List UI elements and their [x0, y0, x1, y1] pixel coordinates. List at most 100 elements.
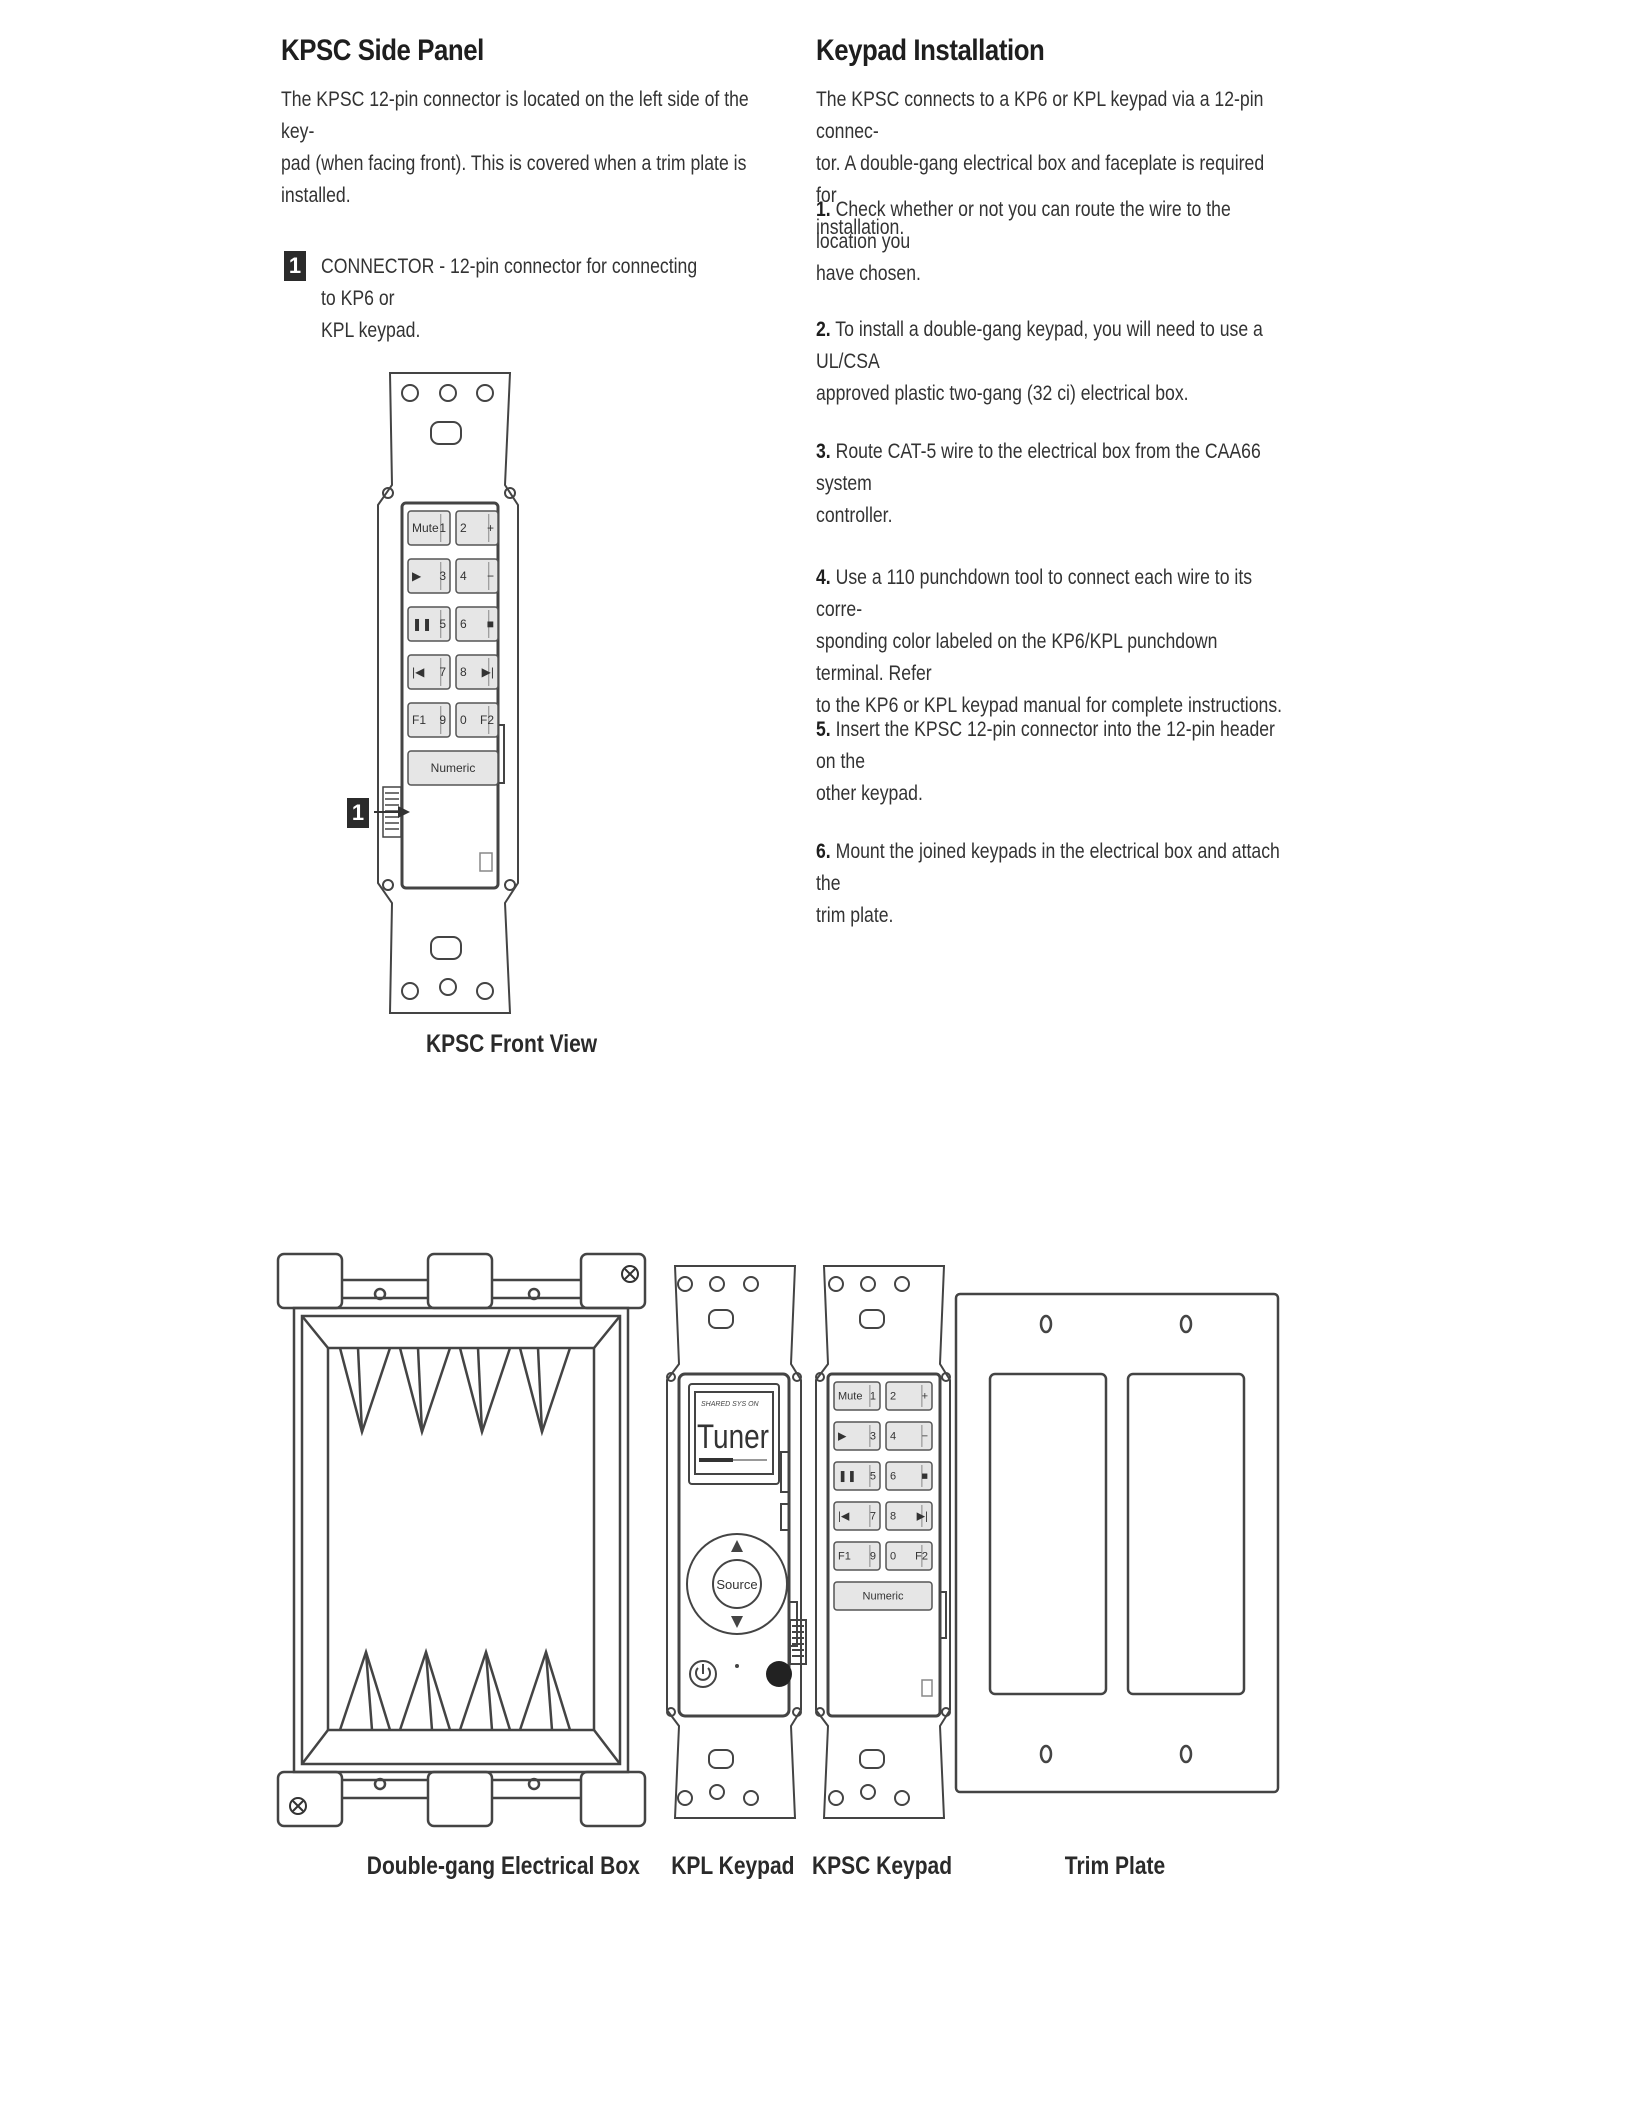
- keypad-button: [407, 558, 451, 594]
- kpl-lcd-main: Tuner: [697, 1418, 769, 1456]
- installation-step-3: 3. Route CAT-5 wire to the electrical bo…: [816, 436, 1286, 532]
- installation-intro: The KPSC connects to a KP6 or KPL keypad…: [816, 84, 1286, 244]
- keypad-button: [407, 702, 451, 738]
- step-text: to the KP6 or KPL keypad manual for comp…: [816, 694, 1283, 717]
- keypad-button-label: 8: [890, 1511, 896, 1523]
- installation-step-5: 5. Insert the KPSC 12-pin connector into…: [816, 714, 1286, 810]
- keypad-button: [885, 1421, 933, 1451]
- keypad-button-label: 5: [870, 1471, 876, 1483]
- keypad-button-label: 6: [460, 617, 467, 631]
- keypad-button-label: |◀: [412, 665, 425, 679]
- keypad-button-label: |◀: [838, 1511, 850, 1523]
- numeric-button: [407, 750, 499, 786]
- step-number: 4.: [816, 566, 831, 589]
- step-text: Check whether or not you can route the w…: [816, 198, 1231, 253]
- kpl-keypad-diagram: SHARED SYS ON Tuner Source: [666, 1265, 802, 1819]
- kpl-lcd-status: SHARED SYS ON: [701, 1401, 760, 1408]
- keypad-button-label: 8: [460, 665, 467, 679]
- keypad-button-label: 7: [439, 665, 446, 679]
- keypad-button-label: 3: [439, 569, 446, 583]
- installation-heading: Keypad Installation: [816, 34, 1045, 67]
- keypad-button-label: 3: [870, 1431, 876, 1443]
- keypad-button-label: 1: [870, 1391, 876, 1403]
- keypad-button-label: 0: [460, 713, 467, 727]
- step-text: sponding color labeled on the KP6/KPL pu…: [816, 630, 1218, 685]
- side-panel-intro-line: The KPSC 12-pin connector is located on …: [281, 88, 749, 143]
- keypad-button: [833, 1501, 881, 1531]
- side-panel-intro: The KPSC 12-pin connector is located on …: [281, 84, 751, 212]
- keypad-button-label: 1: [439, 521, 446, 535]
- numeric-button: [833, 1581, 933, 1611]
- numeric-button-label: Numeric: [431, 761, 476, 775]
- keypad-button-label: F1: [412, 713, 426, 727]
- keypad-button-label: ❚❚: [838, 1471, 856, 1483]
- keypad-button-label: 4: [890, 1431, 896, 1443]
- keypad-button: [407, 510, 451, 546]
- step-text: have chosen.: [816, 262, 921, 285]
- keypad-button-label: 9: [870, 1551, 876, 1563]
- kpsc-keypad-caption: KPSC Keypad: [812, 1852, 953, 1880]
- keypad-button-label: Mute: [838, 1391, 862, 1403]
- installation-step-1: 1. Check whether or not you can route th…: [816, 194, 1286, 290]
- keypad-button: [885, 1381, 933, 1411]
- callout-arrow-icon: [374, 806, 410, 818]
- callout-number-badge: 1: [284, 251, 306, 281]
- keypad-button: [885, 1501, 933, 1531]
- installation-step-2: 2. To install a double-gang keypad, you …: [816, 314, 1286, 410]
- keypad-button-label: ▶|: [917, 1511, 928, 1523]
- installation-intro-line: installation.: [816, 216, 905, 239]
- electrical-box-caption: Double-gang Electrical Box: [366, 1852, 640, 1880]
- connector-callout-text: CONNECTOR - 12-pin connector for connect…: [321, 251, 707, 347]
- connector-callout-line: KPL keypad.: [321, 319, 421, 342]
- step-text: other keypad.: [816, 782, 923, 805]
- keypad-button-label: 4: [460, 569, 467, 583]
- keypad-button: [833, 1541, 881, 1571]
- keypad-button: [885, 1541, 933, 1571]
- installation-step-4: 4. Use a 110 punchdown tool to connect e…: [816, 562, 1286, 722]
- step-text: Route CAT-5 wire to the electrical box f…: [816, 440, 1261, 495]
- keypad-button-label: +: [487, 521, 494, 535]
- step-number: 1.: [816, 198, 831, 221]
- side-panel-intro-line: pad (when facing front). This is covered…: [281, 152, 747, 175]
- numeric-button-label: Numeric: [863, 1591, 904, 1603]
- keypad-button: [455, 558, 499, 594]
- keypad-button-label: 0: [890, 1551, 896, 1563]
- trim-plate-diagram: [954, 1292, 1280, 1794]
- keypad-button: [885, 1461, 933, 1491]
- keypad-button-label: F2: [480, 713, 494, 727]
- keypad-button-label: ▶|: [482, 665, 494, 679]
- kpsc-front-view-caption: KPSC Front View: [426, 1030, 598, 1058]
- keypad-button-label: 6: [890, 1471, 896, 1483]
- installation-step-6: 6. Mount the joined keypads in the elect…: [816, 836, 1286, 932]
- keypad-button-label: +: [922, 1391, 928, 1403]
- keypad-button-label: ■: [921, 1471, 928, 1483]
- step-text: approved plastic two-gang (32 ci) electr…: [816, 382, 1189, 405]
- trim-plate-caption: Trim Plate: [1064, 1852, 1166, 1880]
- connector-callout-line: CONNECTOR - 12-pin connector for connect…: [321, 255, 698, 310]
- step-number: 5.: [816, 718, 831, 741]
- step-number: 3.: [816, 440, 831, 463]
- kpl-source-label: Source: [716, 1577, 757, 1592]
- keypad-button-label: −: [487, 569, 494, 583]
- keypad-button-label: F1: [838, 1551, 851, 1563]
- keypad-button-label: 7: [870, 1511, 876, 1523]
- keypad-button-label: F2: [915, 1551, 928, 1563]
- keypad-button-label: 2: [890, 1391, 896, 1403]
- side-panel-heading: KPSC Side Panel: [281, 34, 484, 67]
- electrical-box-diagram: [276, 1252, 647, 1828]
- keypad-button-label: ❚❚: [412, 617, 432, 631]
- step-text: trim plate.: [816, 904, 894, 927]
- keypad-button-label: ■: [487, 617, 494, 631]
- step-text: Insert the KPSC 12-pin connector into th…: [816, 718, 1275, 773]
- step-number: 6.: [816, 840, 831, 863]
- step-text: controller.: [816, 504, 893, 527]
- connector-callout-badge: 1: [347, 798, 369, 828]
- keypad-button-label: ▶: [838, 1431, 847, 1443]
- keypad-button: [455, 606, 499, 642]
- keypad-button-label: −: [922, 1431, 928, 1443]
- keypad-button-label: 2: [460, 521, 467, 535]
- installation-intro-line: The KPSC connects to a KP6 or KPL keypad…: [816, 88, 1264, 143]
- kpl-keypad-caption: KPL Keypad: [671, 1852, 795, 1880]
- keypad-button: [455, 702, 499, 738]
